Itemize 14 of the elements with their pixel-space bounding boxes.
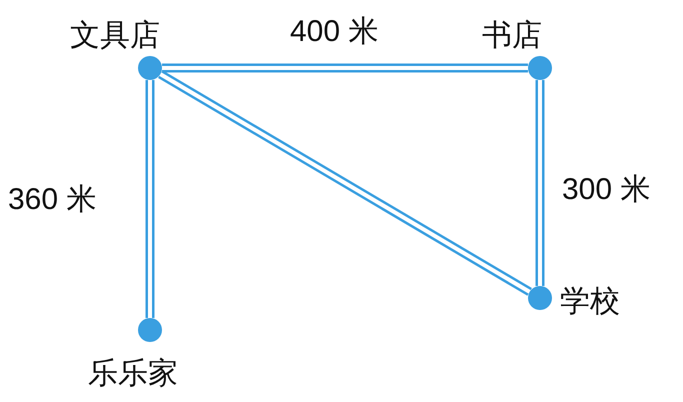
road-line bbox=[162, 64, 528, 72]
road-line bbox=[146, 80, 154, 318]
distance-label: 400 米 bbox=[290, 14, 378, 50]
road-line bbox=[536, 80, 544, 286]
place-name: 文具店 bbox=[70, 18, 160, 54]
distance-label: 300 米 bbox=[562, 172, 650, 208]
location-dot bbox=[138, 318, 162, 342]
place-name: 乐乐家 bbox=[88, 356, 178, 392]
location-dot bbox=[528, 56, 552, 80]
place-name: 书店 bbox=[482, 18, 542, 54]
place-name: 学校 bbox=[560, 284, 620, 320]
distance-label: 360 米 bbox=[8, 182, 96, 218]
location-dot bbox=[138, 56, 162, 80]
location-dot bbox=[528, 286, 552, 310]
